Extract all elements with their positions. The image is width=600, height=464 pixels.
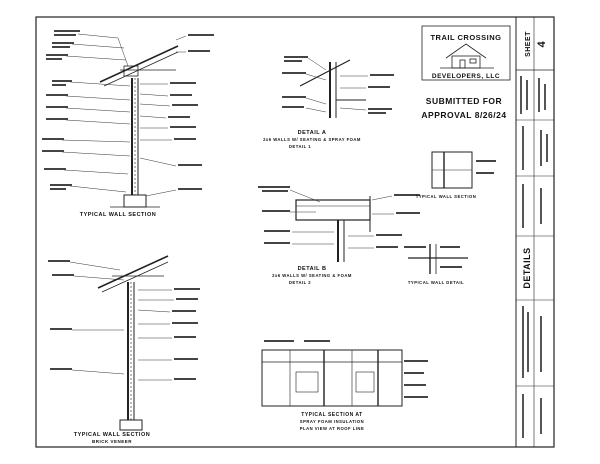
caption-detail-b: DETAIL B (298, 266, 327, 272)
caption-typical-wall-section-brick: TYPICAL WALL SECTION (74, 432, 150, 438)
bottom-detail-drawing (261, 349, 403, 407)
company-name-line2: DEVELOPERS, LLC (432, 73, 500, 80)
caption-detail-b-sub: 2x6 WALLS W/ SEATING & FOAM (272, 273, 352, 278)
right-detail-2-notes (404, 246, 462, 268)
right-detail-2-drawing (408, 244, 468, 274)
detail-a-leaders (305, 57, 368, 113)
caption-bottom-detail-sub2: PLAN VIEW AT ROOF LINE (300, 426, 365, 431)
wall-section-bottom-left (97, 255, 169, 431)
company-stamp: TRAIL CROSSING DEVELOPERS, LLC (421, 25, 511, 81)
sheet-word: SHEET (525, 31, 532, 57)
house-logo (440, 43, 494, 69)
company-name-line1: TRAIL CROSSING (430, 33, 501, 42)
caption-bottom-detail: TYPICAL SECTION AT (301, 412, 362, 418)
caption-brick-veneer: BRICK VENEER (92, 439, 132, 444)
title-block-fine-print (520, 76, 548, 438)
sheet-number: 4 (536, 40, 548, 47)
caption-right-detail-2: TYPICAL WALL DETAIL (408, 280, 464, 285)
caption-detail-b-sub2: DETAIL 2 (289, 280, 311, 285)
caption-right-detail-1: TYPICAL WALL SECTION (416, 194, 477, 199)
caption-detail-a-sub: 2x6 WALLS W/ SEATING & SPRAY FOAM (263, 137, 361, 142)
right-detail-1-notes (476, 160, 496, 174)
submitted-line2: APPROVAL 8/26/24 (421, 110, 506, 120)
detail-b-drawing (295, 196, 371, 262)
caption-bottom-detail-sub: SPRAY FOAM INSULATION (300, 419, 364, 424)
detail-a-drawing (299, 59, 366, 118)
detail-b-notes (258, 186, 420, 248)
title-block (515, 17, 554, 447)
wall-section-top-left (99, 45, 179, 208)
detail-b-leaders (289, 189, 394, 249)
wall-section-bottom-left-leaders (69, 261, 174, 381)
bottom-detail-notes (264, 340, 428, 398)
sheet-title: DETAILS (522, 247, 532, 288)
wall-section-top-left-notes (42, 30, 214, 190)
right-detail-1-drawing (431, 151, 473, 189)
detail-a-notes (282, 56, 394, 114)
wall-section-top-left-leaders (61, 33, 187, 197)
caption-typical-wall-section: TYPICAL WALL SECTION (80, 212, 156, 218)
caption-detail-a-sub2: DETAIL 1 (289, 144, 311, 149)
sheet-border (35, 16, 555, 448)
wall-section-bottom-left-notes (48, 260, 200, 380)
caption-detail-a: DETAIL A (298, 130, 327, 136)
submitted-line1: SUBMITTED FOR (426, 96, 502, 106)
